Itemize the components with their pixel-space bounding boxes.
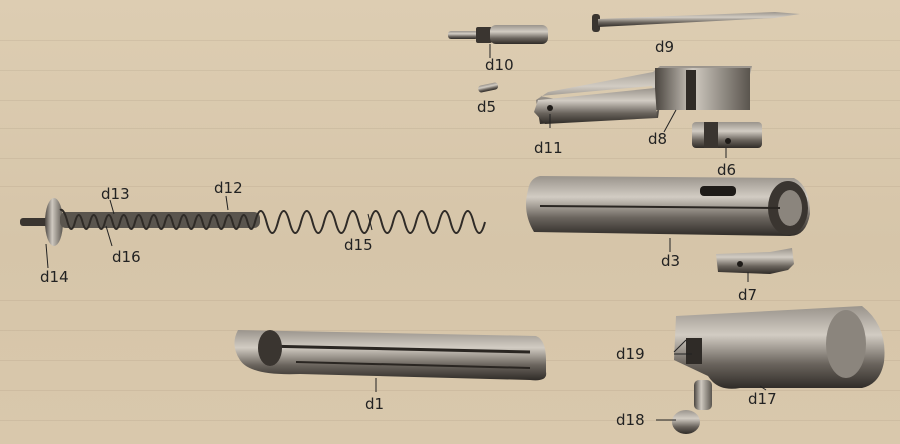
label-d8: d8 bbox=[648, 130, 668, 148]
label-d16: d16 bbox=[112, 248, 141, 266]
label-d17: d17 bbox=[748, 390, 777, 408]
label-d3: d3 bbox=[661, 252, 681, 270]
part-d3-housing bbox=[526, 176, 810, 236]
label-d1: d1 bbox=[365, 395, 385, 413]
part-d5-small-pin bbox=[478, 82, 499, 93]
label-d18: d18 bbox=[616, 411, 645, 429]
part-d10-pin bbox=[448, 25, 548, 44]
label-d5: d5 bbox=[477, 98, 497, 116]
label-d19: d19 bbox=[616, 345, 645, 363]
label-d13: d13 bbox=[101, 185, 130, 203]
label-d12: d12 bbox=[214, 179, 243, 197]
part-d8-lever bbox=[534, 66, 752, 124]
label-d15: d15 bbox=[344, 236, 373, 254]
label-d10: d10 bbox=[485, 56, 514, 74]
part-spring-assembly bbox=[20, 198, 486, 246]
label-d7: d7 bbox=[738, 286, 758, 304]
label-d14: d14 bbox=[40, 268, 69, 286]
part-d9-firing-pin bbox=[592, 12, 800, 32]
part-d17-carrier bbox=[674, 306, 885, 389]
leader-lines bbox=[45, 44, 767, 421]
part-d6-block bbox=[692, 122, 762, 148]
part-d18-knob bbox=[672, 380, 712, 434]
label-d11: d11 bbox=[534, 139, 563, 157]
label-d9: d9 bbox=[655, 38, 675, 56]
label-d6: d6 bbox=[717, 161, 737, 179]
part-d7-clip bbox=[716, 248, 794, 274]
part-d1-receiver bbox=[234, 330, 547, 381]
